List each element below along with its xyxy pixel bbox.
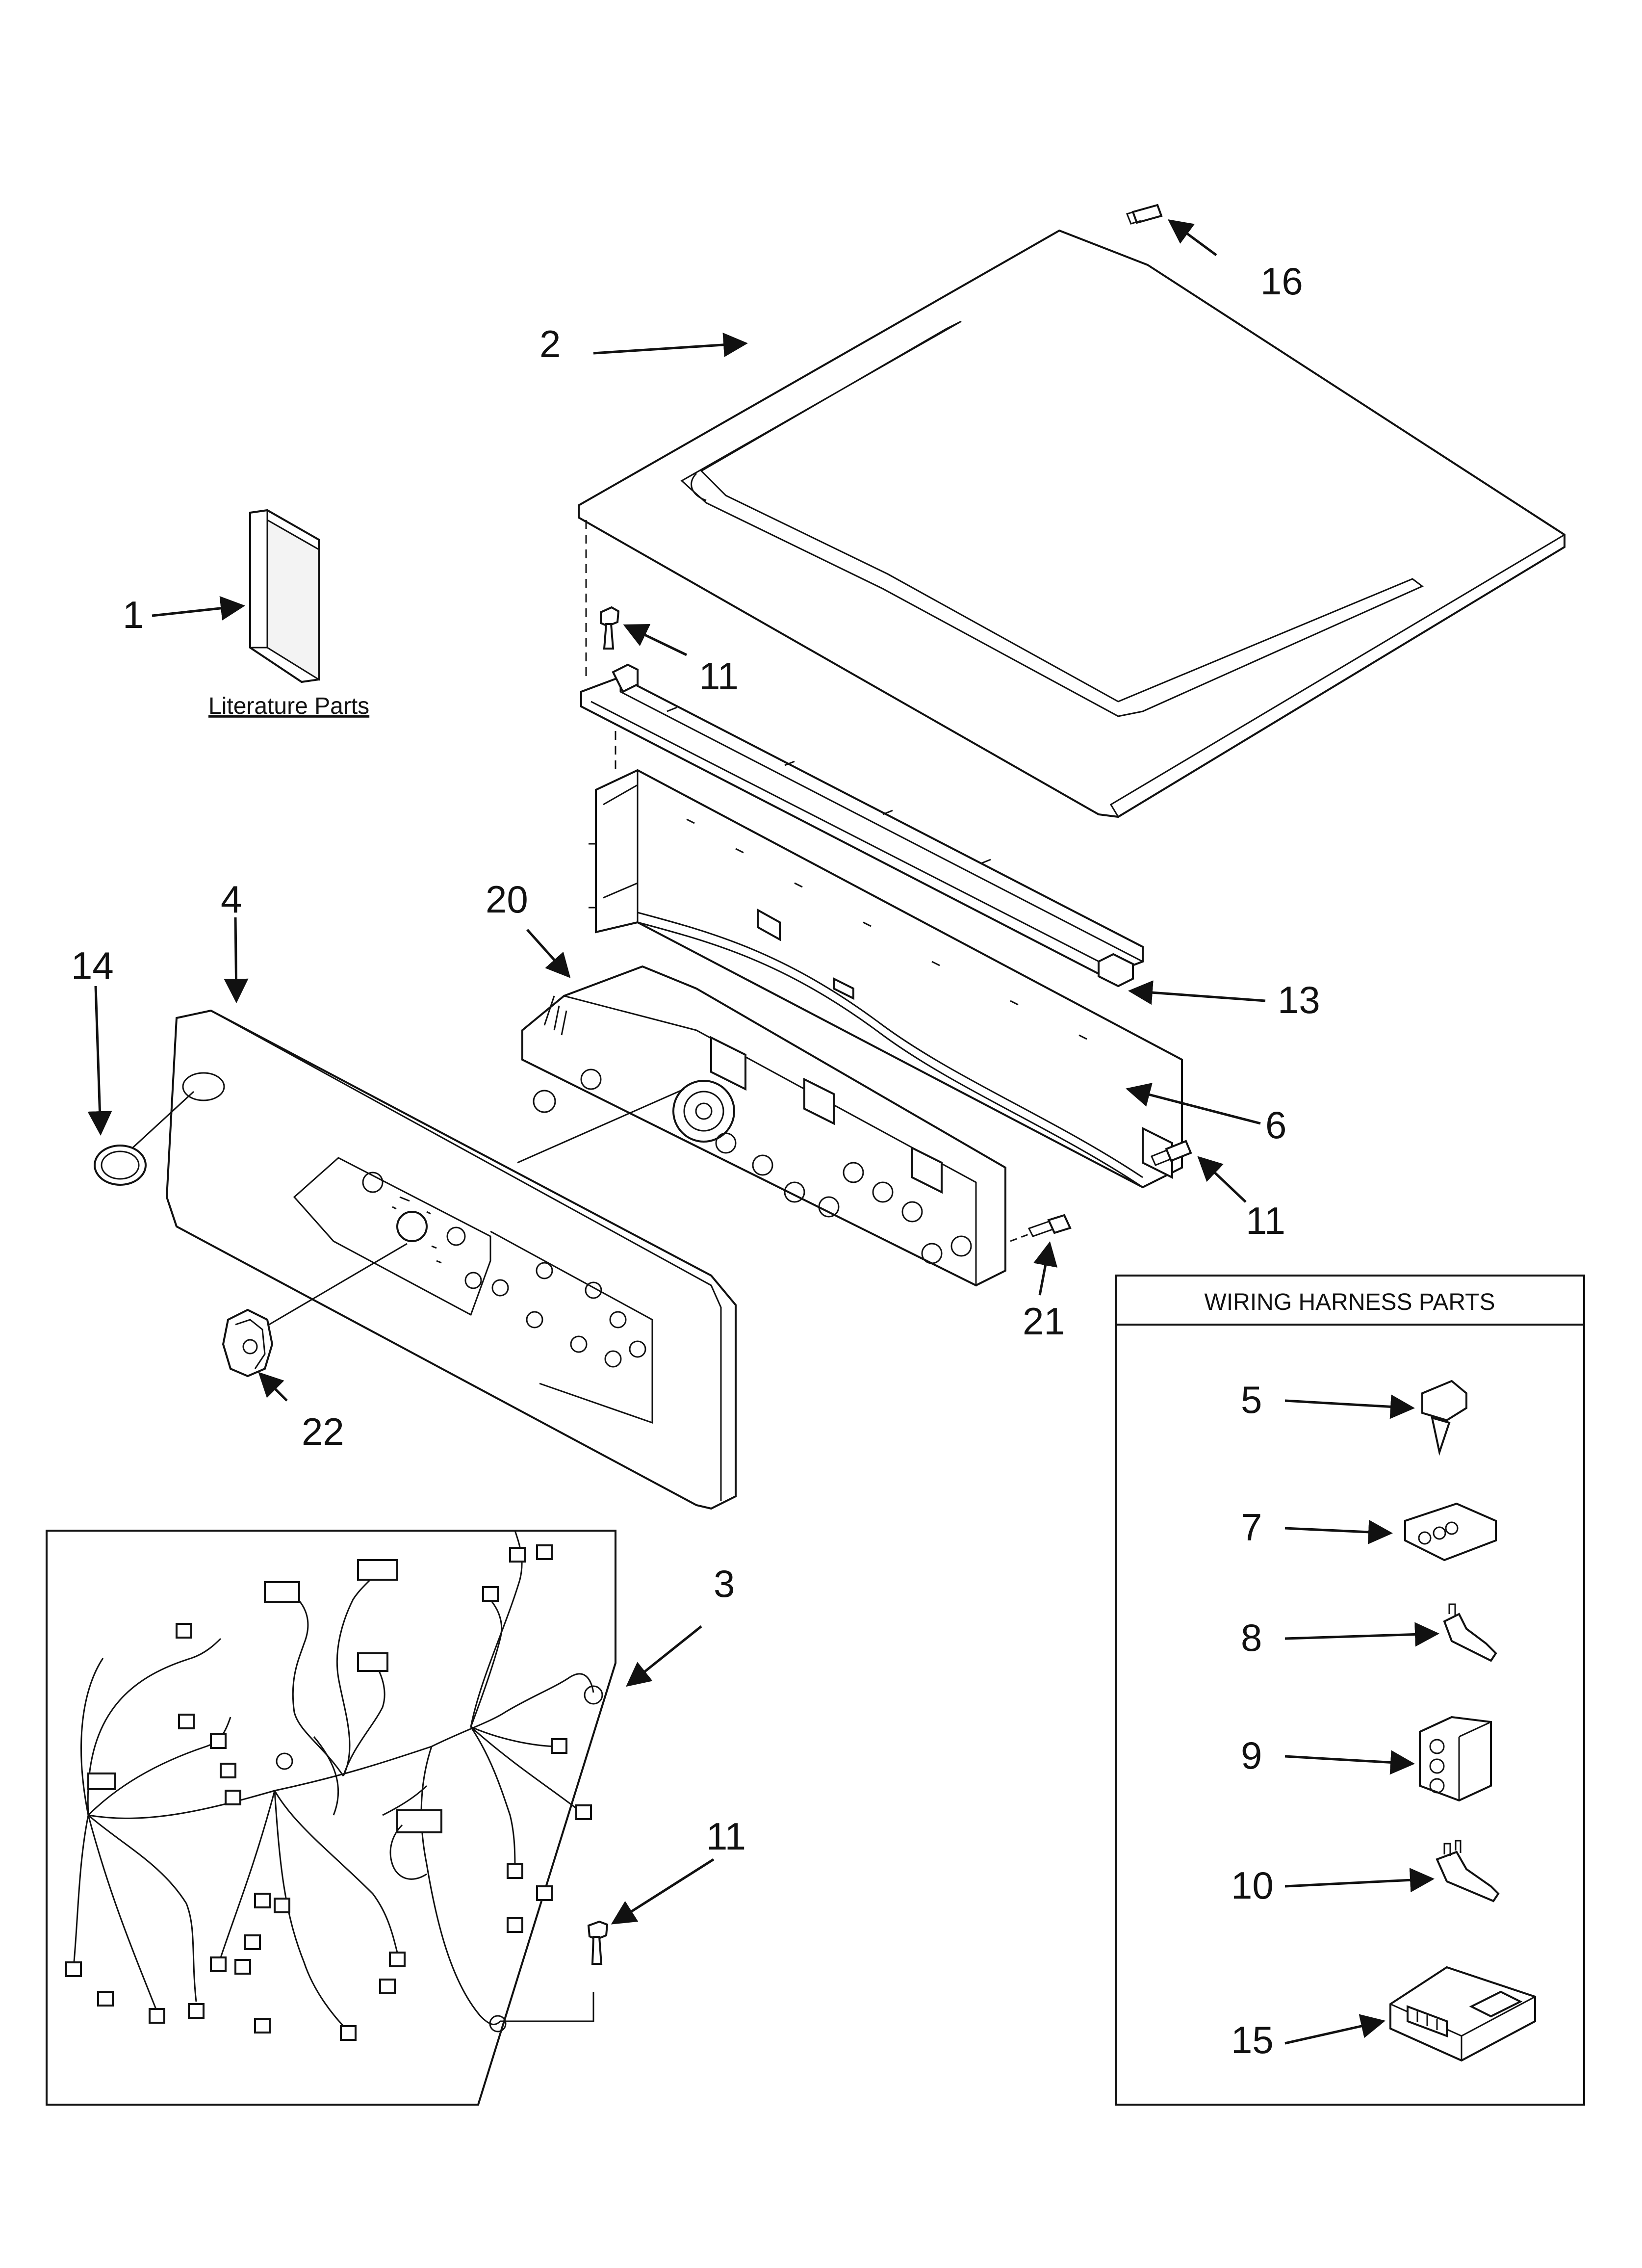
callout-13: 13 bbox=[1278, 978, 1320, 1021]
callout-21: 21 bbox=[1023, 1300, 1065, 1343]
callout-16: 16 bbox=[1260, 260, 1303, 303]
callout-11-top: 11 bbox=[699, 654, 739, 698]
knob-22 bbox=[222, 1308, 274, 1378]
callout-15: 15 bbox=[1231, 2018, 1274, 2061]
console-panel bbox=[165, 1009, 737, 1510]
callout-4: 4 bbox=[221, 878, 242, 921]
terminal-10 bbox=[1436, 1840, 1500, 1903]
control-board bbox=[521, 965, 1006, 1287]
wiring-harness bbox=[65, 1530, 603, 2041]
screw-11-right bbox=[1150, 1140, 1192, 1166]
wiring-harness-parts-panel: WIRING HARNESS PARTS 5 7 8 9 bbox=[1115, 1275, 1585, 2106]
screw-11-bottom bbox=[587, 1920, 609, 1965]
callout-10: 10 bbox=[1231, 1864, 1274, 1907]
callout-20: 20 bbox=[486, 878, 528, 921]
callout-1: 1 bbox=[123, 593, 144, 636]
badge-14 bbox=[94, 1145, 147, 1186]
callout-6: 6 bbox=[1265, 1103, 1286, 1147]
console-frame bbox=[589, 769, 1183, 1189]
callout-7: 7 bbox=[1241, 1506, 1262, 1549]
connector-7 bbox=[1404, 1502, 1497, 1562]
screw-16 bbox=[1126, 204, 1163, 225]
callout-8: 8 bbox=[1241, 1616, 1262, 1659]
connector-9 bbox=[1419, 1716, 1492, 1802]
harness-parts-title: WIRING HARNESS PARTS bbox=[1205, 1289, 1495, 1315]
callout-5: 5 bbox=[1241, 1378, 1262, 1421]
wiring-harness-box bbox=[46, 1530, 616, 2106]
terminal-8 bbox=[1443, 1603, 1497, 1662]
screw-11-top bbox=[600, 606, 620, 650]
terminal-block-15 bbox=[1389, 1966, 1536, 2062]
top-panel bbox=[578, 229, 1565, 818]
literature-book bbox=[249, 509, 320, 683]
callout-2: 2 bbox=[539, 322, 561, 365]
callout-11-bottom: 11 bbox=[706, 1815, 746, 1858]
callout-14: 14 bbox=[71, 944, 114, 987]
literature-parts-label: Literature Parts bbox=[208, 693, 369, 719]
callout-11-right: 11 bbox=[1246, 1199, 1285, 1242]
callout-3: 3 bbox=[714, 1562, 735, 1605]
callout-22: 22 bbox=[302, 1410, 344, 1453]
hinge-bracket-rail bbox=[580, 663, 1144, 988]
callout-9: 9 bbox=[1241, 1734, 1262, 1777]
screw-21 bbox=[1027, 1214, 1072, 1237]
wire-clip-5 bbox=[1421, 1380, 1467, 1456]
